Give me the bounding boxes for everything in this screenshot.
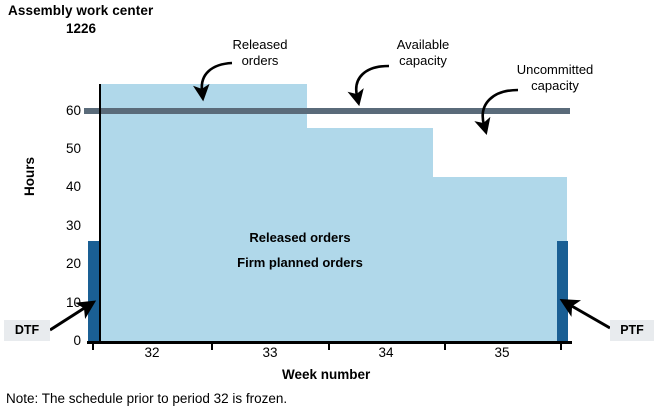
x-axis-tick (92, 341, 94, 350)
x-axis-tick (444, 341, 446, 350)
arrow-uncommitted-capacity (474, 88, 519, 136)
x-axis-label-35: 35 (494, 345, 510, 360)
callout-released-orders-line2: orders (241, 53, 279, 68)
callout-available-capacity: Available capacity (368, 37, 478, 69)
arrow-released-orders (193, 61, 233, 102)
plot-label-released-orders: Released orders (249, 230, 351, 245)
ptf-label-box[interactable]: PTF (610, 320, 654, 341)
y-axis-label-40: 40 (65, 179, 81, 194)
x-axis-label-33: 33 (262, 345, 278, 360)
x-axis-tick (328, 341, 330, 350)
callout-available-capacity-line1: Available (396, 37, 450, 52)
callout-uncommitted-capacity: Uncommitted capacity (490, 62, 620, 94)
chart-title-line1: Assembly work center (8, 3, 154, 18)
callout-uncommitted-capacity-line1: Uncommitted (516, 62, 594, 77)
y-axis-label-0: 0 (73, 333, 81, 348)
arrow-dtf (49, 300, 97, 332)
x-axis-tick (560, 341, 562, 350)
x-axis-tick (211, 341, 213, 350)
y-axis-label-20: 20 (65, 256, 81, 271)
y-axis-label-50: 50 (65, 141, 81, 156)
x-axis-label-32: 32 (144, 345, 160, 360)
y-axis-tick-60 (85, 109, 99, 113)
load-profile-segment-week32-33 (100, 84, 307, 341)
dtf-fence-bar (88, 241, 99, 341)
chart-note: Note: The schedule prior to period 32 is… (6, 391, 288, 406)
arrow-ptf (559, 299, 611, 330)
y-axis-line (99, 84, 101, 342)
callout-released-orders-line1: Released (232, 37, 288, 52)
arrow-available-capacity (347, 64, 390, 107)
callout-uncommitted-capacity-line2: capacity (531, 78, 579, 93)
y-axis-label-60: 60 (65, 103, 81, 118)
load-profile-segment-week35 (433, 177, 567, 341)
available-capacity-line (84, 108, 570, 114)
callout-released-orders: Released orders (205, 37, 315, 69)
y-axis-label-30: 30 (65, 218, 81, 233)
plot-label-firm-planned-orders: Firm planned orders (237, 255, 363, 270)
chart-title-line2: 1226 (66, 21, 97, 36)
x-axis-title: Week number (282, 367, 371, 382)
x-axis-label-34: 34 (378, 345, 394, 360)
ptf-fence-bar (557, 241, 568, 341)
callout-available-capacity-line2: capacity (399, 53, 447, 68)
dtf-label-box[interactable]: DTF (4, 320, 50, 341)
load-profile-segment-week34 (307, 128, 433, 341)
